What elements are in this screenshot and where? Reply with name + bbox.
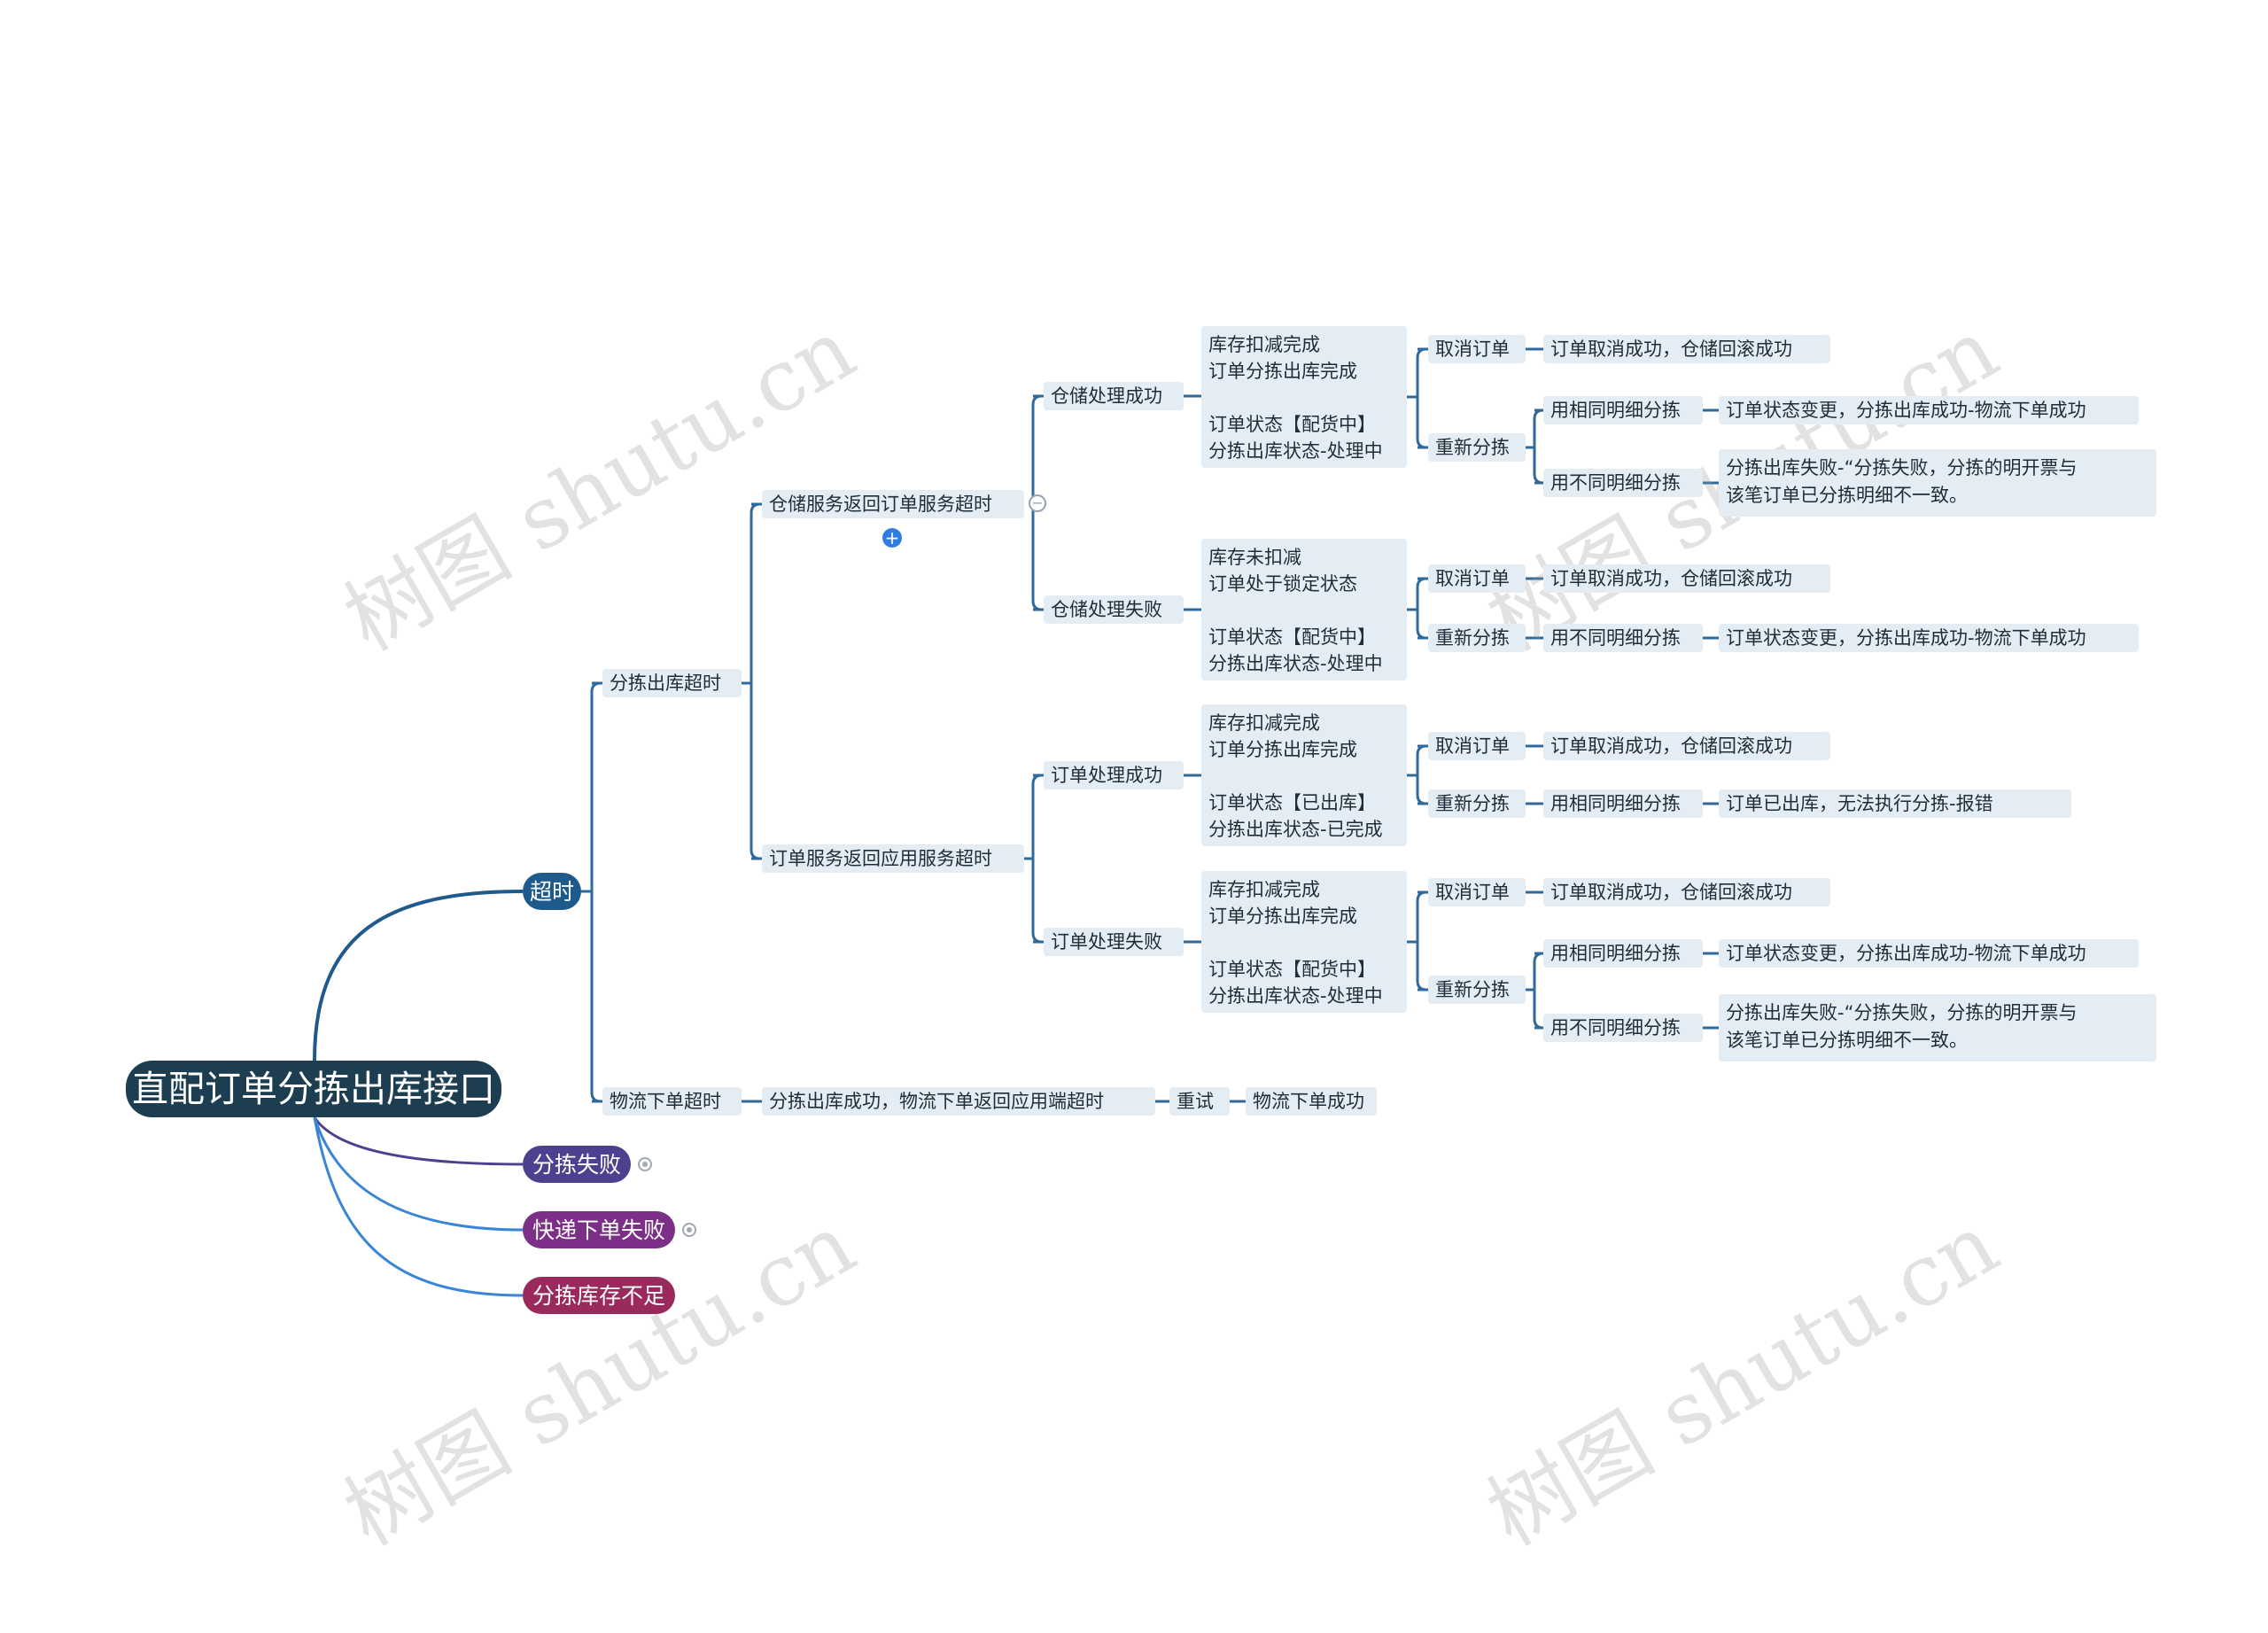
node-logistics-ok[interactable]: 物流下单成功: [1246, 1087, 1377, 1116]
node-state-change[interactable]: 订单状态变更，分拣出库成功-物流下单成功: [1719, 939, 2139, 968]
node-cancel[interactable]: 取消订单: [1428, 564, 1526, 593]
node-cancel-ok[interactable]: 订单取消成功，仓储回滚成功: [1543, 335, 1830, 363]
add-child-icon[interactable]: +: [882, 528, 902, 548]
node-state-change[interactable]: 订单状态变更，分拣出库成功-物流下单成功: [1719, 396, 2139, 424]
branch-express-fail[interactable]: 快递下单失败: [523, 1211, 675, 1248]
branch-timeout[interactable]: 超时: [523, 873, 581, 910]
node-resort[interactable]: 重新分拣: [1428, 624, 1526, 652]
connector-line: [1533, 408, 1544, 485]
node-already-out[interactable]: 订单已出库，无法执行分拣-报错: [1719, 789, 2071, 818]
collapse-toggle-icon[interactable]: −: [1029, 494, 1046, 512]
node-diff-detail[interactable]: 用不同明细分拣: [1543, 624, 1703, 652]
node-cancel-ok[interactable]: 订单取消成功，仓储回滚成功: [1543, 878, 1830, 906]
node-resort[interactable]: 重新分拣: [1428, 789, 1526, 818]
branch-sort-fail[interactable]: 分拣失败: [523, 1146, 631, 1183]
node-logistics-timeout[interactable]: 物流下单超时: [602, 1087, 742, 1116]
connector-line: [1416, 347, 1427, 449]
collapsed-indicator-icon[interactable]: [638, 1157, 652, 1171]
node-same-detail[interactable]: 用相同明细分拣: [1543, 396, 1703, 424]
node-cancel-ok[interactable]: 订单取消成功，仓储回滚成功: [1543, 564, 1830, 593]
connector-line: [1416, 577, 1427, 640]
collapsed-indicator-icon[interactable]: [682, 1223, 696, 1237]
state-box[interactable]: 库存扣减完成 订单分拣出库完成 订单状态【配货中】 分拣出库状态-处理中: [1201, 871, 1407, 1013]
node-same-detail[interactable]: 用相同明细分拣: [1543, 789, 1703, 818]
node-oms-ok[interactable]: 订单处理成功: [1044, 761, 1184, 789]
connector-line: [590, 681, 602, 1103]
connector-root-express-fail: [313, 1116, 524, 1232]
node-resort[interactable]: 重新分拣: [1428, 976, 1526, 1004]
node-wms-fail[interactable]: 仓储处理失败: [1044, 595, 1184, 624]
connector-line: [1533, 952, 1544, 1030]
node-cancel[interactable]: 取消订单: [1428, 878, 1526, 906]
branch-stock-short[interactable]: 分拣库存不足: [523, 1277, 675, 1314]
node-sort-fail-msg[interactable]: 分拣出库失败-“分拣失败，分拣的明开票与 该笔订单已分拣明细不一致。: [1719, 994, 2156, 1061]
node-retry[interactable]: 重试: [1169, 1087, 1230, 1116]
node-same-detail[interactable]: 用相同明细分拣: [1543, 939, 1703, 968]
node-cancel-ok[interactable]: 订单取消成功，仓储回滚成功: [1543, 732, 1830, 760]
state-box[interactable]: 库存未扣减 订单处于锁定状态 订单状态【配货中】 分拣出库状态-处理中: [1201, 539, 1407, 680]
node-sort-fail-msg[interactable]: 分拣出库失败-“分拣失败，分拣的明开票与 该笔订单已分拣明细不一致。: [1719, 449, 2156, 517]
node-sort-ok[interactable]: 分拣出库成功，物流下单返回应用端超时: [762, 1087, 1155, 1116]
state-box[interactable]: 库存扣减完成 订单分拣出库完成 订单状态【配货中】 分拣出库状态-处理中: [1201, 326, 1407, 468]
node-diff-detail[interactable]: 用不同明细分拣: [1543, 469, 1703, 497]
node-cancel[interactable]: 取消订单: [1428, 732, 1526, 760]
connector-root-stock-short: [313, 1116, 524, 1297]
connector-line: [750, 502, 761, 860]
node-wms-ok[interactable]: 仓储处理成功: [1044, 382, 1184, 410]
connector-line: [1416, 744, 1427, 805]
node-wms-timeout[interactable]: 仓储服务返回订单服务超时: [762, 490, 1024, 518]
node-state-change[interactable]: 订单状态变更，分拣出库成功-物流下单成功: [1719, 624, 2139, 652]
connector-root-sort-fail: [313, 1116, 524, 1166]
node-oms-timeout[interactable]: 订单服务返回应用服务超时: [762, 844, 1024, 873]
node-oms-fail[interactable]: 订单处理失败: [1044, 928, 1184, 956]
root-node[interactable]: 直配订单分拣出库接口: [126, 1061, 501, 1117]
node-sort-timeout[interactable]: 分拣出库超时: [602, 669, 742, 697]
node-resort[interactable]: 重新分拣: [1428, 433, 1526, 462]
node-cancel[interactable]: 取消订单: [1428, 335, 1526, 363]
connector-root-timeout: [313, 890, 524, 1061]
connector-line: [1031, 774, 1043, 944]
connector-line: [1416, 890, 1427, 991]
node-diff-detail[interactable]: 用不同明细分拣: [1543, 1014, 1703, 1042]
state-box[interactable]: 库存扣减完成 订单分拣出库完成 订单状态【已出库】 分拣出库状态-已完成: [1201, 704, 1407, 846]
